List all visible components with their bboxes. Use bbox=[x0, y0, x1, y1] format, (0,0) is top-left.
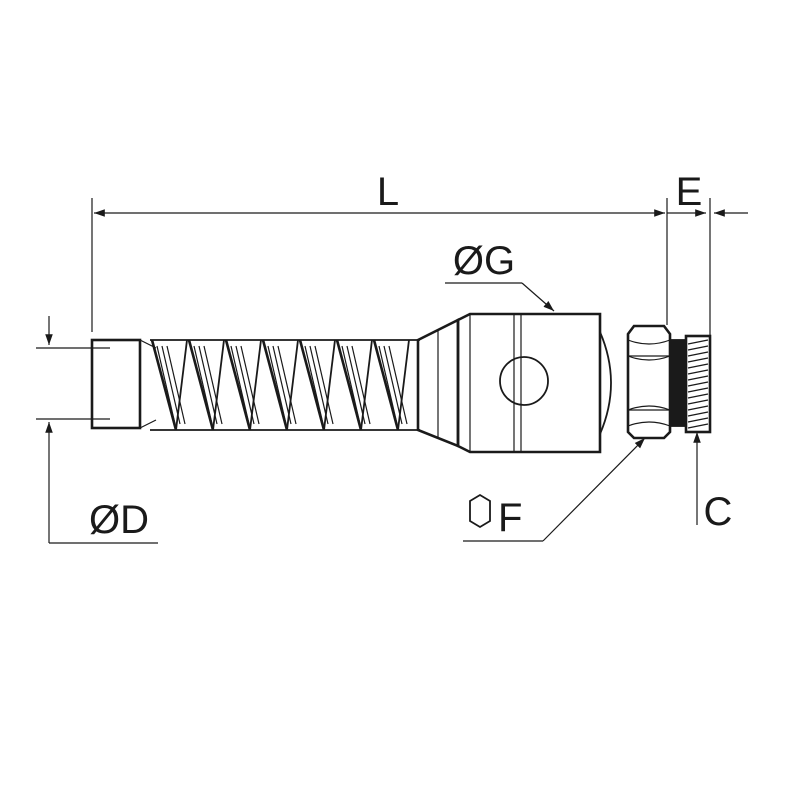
hex-arc-bottom bbox=[627, 421, 671, 427]
thread-outline bbox=[684, 334, 712, 434]
thread-crest bbox=[687, 363, 709, 369]
dimension-d: ØD bbox=[36, 316, 158, 544]
spring-hatch bbox=[277, 345, 297, 425]
hose-tube bbox=[90, 338, 157, 430]
thread-crest bbox=[687, 345, 709, 351]
label-f: F bbox=[498, 496, 522, 540]
spring-hatch bbox=[267, 345, 287, 425]
thread-crest bbox=[687, 417, 709, 423]
spring-turn-back bbox=[397, 339, 410, 431]
dimension-g: ØG bbox=[445, 239, 555, 312]
thread-crest bbox=[687, 393, 709, 399]
main-body-outline bbox=[456, 312, 602, 454]
cross-hole bbox=[499, 356, 549, 406]
leader-f bbox=[542, 437, 646, 542]
spring-hatch bbox=[314, 345, 334, 425]
thread-crest bbox=[687, 387, 709, 393]
label-c: C bbox=[704, 490, 733, 534]
body-dome bbox=[599, 331, 612, 435]
spring-turn-back bbox=[286, 339, 299, 431]
dimension-c: C bbox=[693, 432, 733, 534]
spring-turn-back bbox=[175, 339, 188, 431]
spring-turn-front bbox=[150, 339, 178, 431]
spring-hatch bbox=[230, 345, 250, 425]
leader-g bbox=[521, 282, 555, 312]
spring-hatch bbox=[203, 345, 223, 425]
spring-turn-front bbox=[187, 339, 215, 431]
hex-arc-mid-bottom bbox=[627, 405, 671, 411]
hose-tube-edge-bottom bbox=[139, 419, 157, 429]
spring-hatch bbox=[193, 345, 213, 425]
thread-crest bbox=[687, 339, 709, 345]
label-g: ØG bbox=[453, 239, 515, 283]
dimension-f: F bbox=[463, 437, 646, 542]
spring-turn-front bbox=[261, 339, 289, 431]
thread-crest bbox=[687, 399, 709, 405]
spring-turn-front bbox=[335, 339, 363, 431]
thread-crest bbox=[687, 351, 709, 357]
spring-turn-front bbox=[372, 339, 400, 431]
spring-hatch bbox=[309, 345, 329, 425]
spring-hatch bbox=[341, 345, 361, 425]
spring-turn-front bbox=[224, 339, 252, 431]
spring-hatch bbox=[166, 345, 186, 425]
hex-icon bbox=[469, 493, 491, 529]
label-e: E bbox=[676, 170, 703, 214]
spring-turn-front bbox=[298, 339, 326, 431]
thread-crest bbox=[687, 375, 709, 381]
thread-crest bbox=[687, 369, 709, 375]
spring-hatch bbox=[383, 345, 403, 425]
hex-arc-mid-top bbox=[627, 355, 671, 361]
spring-hatch bbox=[378, 345, 398, 425]
hex-nut-outline bbox=[626, 324, 672, 440]
thread-crest bbox=[687, 411, 709, 417]
male-thread bbox=[684, 334, 712, 434]
dimension-l: L bbox=[91, 170, 668, 332]
washer-fill bbox=[670, 340, 686, 426]
thread-crest bbox=[687, 405, 709, 411]
hex-arc-top bbox=[627, 339, 671, 345]
label-l: L bbox=[377, 170, 399, 214]
hex-nut bbox=[626, 324, 672, 440]
spring-hatch bbox=[240, 345, 260, 425]
spring-coil bbox=[150, 339, 420, 431]
spring-hatch bbox=[351, 345, 371, 425]
spring-turn-back bbox=[212, 339, 225, 431]
spring-turn-back bbox=[323, 339, 336, 431]
spring-hatch bbox=[304, 345, 324, 425]
spring-turn-back bbox=[249, 339, 262, 431]
main-body bbox=[456, 312, 612, 454]
thread-crest bbox=[687, 381, 709, 387]
spring-hatch bbox=[388, 345, 408, 425]
thread-crest bbox=[687, 423, 709, 429]
spring-hatch bbox=[161, 345, 181, 425]
spring-hatch bbox=[235, 345, 255, 425]
sealing-washer bbox=[669, 339, 687, 427]
label-d: ØD bbox=[89, 498, 149, 542]
spring-turn-back bbox=[360, 339, 373, 431]
dimension-e: E bbox=[667, 170, 748, 335]
spring-hatch bbox=[346, 345, 366, 425]
hose-tube-outline bbox=[90, 338, 142, 430]
spring-hatch bbox=[198, 345, 218, 425]
spring-hatch bbox=[272, 345, 292, 425]
fitting-body bbox=[90, 312, 712, 454]
spring-hatch bbox=[156, 345, 176, 425]
body-cone bbox=[416, 317, 460, 448]
thread-crest bbox=[687, 357, 709, 363]
